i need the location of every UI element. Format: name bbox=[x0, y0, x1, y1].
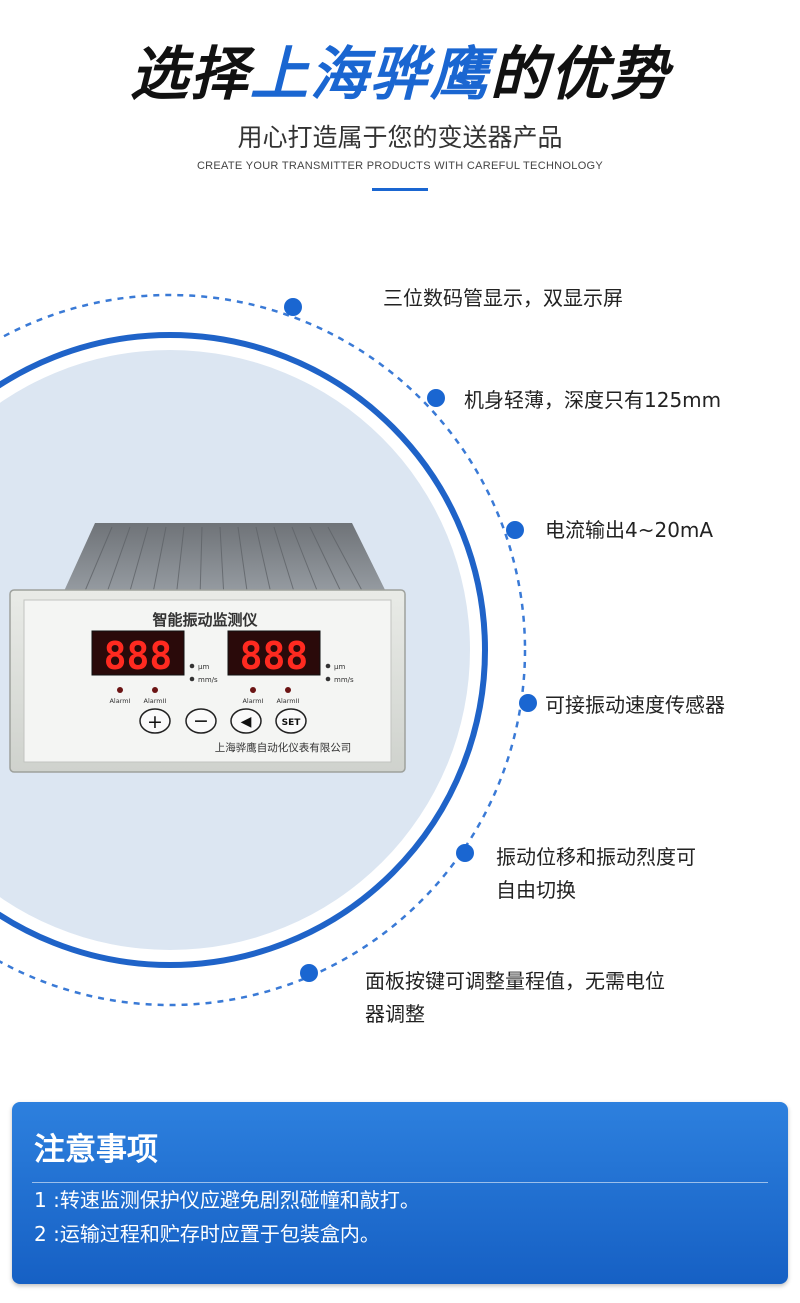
left-arrow-icon: ◀ bbox=[241, 714, 252, 730]
feature-dot bbox=[519, 694, 537, 712]
feature-dot bbox=[456, 844, 474, 862]
feature-5-line-1: 振动位移和振动烈度可 bbox=[496, 845, 696, 869]
display-left-frame bbox=[91, 630, 185, 676]
feature-dot bbox=[427, 389, 445, 407]
alarm-1-left: AlarmI bbox=[109, 697, 130, 705]
display-left-value: 888 bbox=[104, 634, 173, 678]
company-name: 上海骅鹰自动化仪表有限公司 bbox=[215, 741, 352, 754]
feature-6-line-2: 器调整 bbox=[365, 1002, 425, 1026]
feature-1: 三位数码管显示，双显示屏 bbox=[383, 286, 623, 310]
feature-dot bbox=[506, 521, 524, 539]
unit-um-left: μm bbox=[198, 663, 209, 671]
title-part-3: 的优势 bbox=[490, 40, 671, 108]
subtitle-english: CREATE YOUR TRANSMITTER PRODUCTS WITH CA… bbox=[196, 160, 604, 172]
display-right-value: 888 bbox=[240, 634, 309, 678]
header: 选择上海骅鹰的优势 用心打造属于您的变送器产品 CREATE YOUR TRAN… bbox=[0, 0, 800, 210]
unit-mms-right: mm/s bbox=[334, 676, 354, 684]
title-part-1: 选择 bbox=[129, 40, 250, 108]
notice-title: 注意事项 bbox=[34, 1132, 158, 1168]
feature-2: 机身轻薄，深度只有125mm bbox=[464, 388, 722, 412]
set-button-label: SET bbox=[282, 718, 302, 728]
vibration-monitor-device: 智能振动监测仪 888 888 μm mm/s μm mm/s AlarmI A… bbox=[9, 523, 406, 773]
feature-dot bbox=[300, 964, 318, 982]
feature-3: 电流输出4~20mA bbox=[545, 518, 714, 542]
notice-panel: 注意事项 1 :转速监测保护仪应避免剧烈碰幢和敲打。 2 :运输过程和贮存时应置… bbox=[12, 1102, 788, 1284]
plus-button-label: + bbox=[147, 711, 163, 733]
minus-button bbox=[185, 708, 217, 734]
unit-mms-left: mm/s bbox=[198, 676, 218, 684]
left-arrow-button bbox=[230, 708, 262, 734]
feature-dot bbox=[284, 298, 302, 316]
feature-5-line-2: 自由切换 bbox=[496, 878, 576, 902]
feature-4: 可接振动速度传感器 bbox=[545, 693, 725, 717]
title-underline bbox=[372, 188, 428, 191]
subtitle: 用心打造属于您的变送器产品 bbox=[237, 123, 563, 152]
minus-button-label: − bbox=[193, 710, 209, 732]
dashed-arc bbox=[0, 293, 527, 1007]
alarm-2-right: AlarmII bbox=[277, 697, 300, 705]
notice-item-1: 1 :转速监测保护仪应避免剧烈碰幢和敲打。 bbox=[34, 1188, 420, 1212]
ring-solid bbox=[0, 332, 488, 968]
display-right-frame bbox=[227, 630, 321, 676]
plus-button bbox=[139, 708, 171, 734]
notice-item-2: 2 :运输过程和贮存时应置于包装盒内。 bbox=[34, 1222, 380, 1246]
set-button bbox=[275, 708, 307, 734]
notice-divider bbox=[32, 1182, 768, 1183]
alarm-1-right: AlarmI bbox=[242, 697, 263, 705]
page-title: 选择上海骅鹰的优势 bbox=[0, 38, 800, 110]
feature-6-line-1: 面板按键可调整量程值，无需电位 bbox=[365, 969, 665, 993]
unit-um-right: μm bbox=[334, 663, 345, 671]
product-illustration: 智能振动监测仪 888 888 μm mm/s μm mm/s AlarmI A… bbox=[0, 293, 537, 1007]
title-brand: 上海骅鹰 bbox=[249, 40, 490, 108]
device-label: 智能振动监测仪 bbox=[152, 611, 258, 629]
alarm-2-left: AlarmII bbox=[144, 697, 167, 705]
